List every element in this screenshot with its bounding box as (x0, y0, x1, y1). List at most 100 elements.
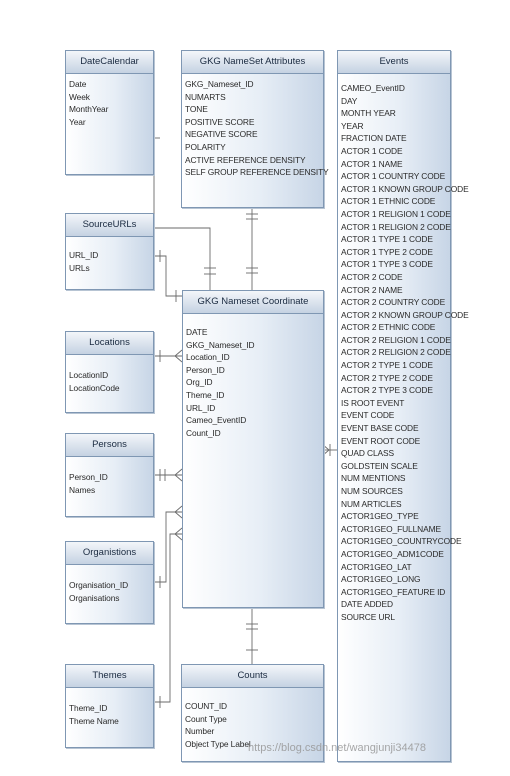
field: EVENT BASE CODE (341, 423, 419, 434)
field: ACTOR 2 RELIGION 1 CODE (341, 334, 451, 345)
field: Week (69, 91, 90, 102)
field: IS ROOT EVENT (341, 397, 405, 408)
field: NUM SOURCES (341, 486, 403, 496)
field-list: LocationID LocationCode (66, 355, 153, 412)
entity-title: Themes (66, 665, 153, 688)
watermark-text: https://blog.csdn.net/wangjunji34478 (248, 742, 426, 754)
field-list: GKG_Nameset_ID NUMARTS TONE POSITIVE SCO… (182, 74, 329, 207)
field: ACTOR 1 KNOWN GROUP CODE (341, 183, 469, 194)
field: Year (69, 116, 86, 127)
field: Person_ID (186, 364, 225, 375)
entity-gkg-nameset-attributes[interactable]: GKG NameSet Attributes GKG_Nameset_ID NU… (181, 50, 329, 208)
entity-counts[interactable]: Counts COUNT_ID Count Type Number Object… (181, 664, 324, 762)
field: ACTOR 2 TYPE 1 CODE (341, 360, 433, 371)
field-list: Date Week MonthYear Year (66, 74, 153, 174)
field: URLs (69, 262, 90, 273)
field: ACTOR 1 RELIGION 1 CODE (341, 208, 451, 219)
field: Organisations (69, 592, 120, 603)
entity-gkg-nameset-coordinate[interactable]: GKG Nameset Coordinate DATE GKG_Nameset_… (182, 290, 324, 608)
entity-title: Counts (182, 665, 323, 688)
field: Names (69, 484, 96, 495)
field-list: CAMEO_EventID DAY MONTH YEAR YEAR FRACTI… (338, 74, 469, 761)
entity-locations[interactable]: Locations LocationID LocationCode (65, 331, 154, 413)
field-list: URL_ID URLs (66, 237, 153, 289)
field: ACTOR 1 TYPE 1 CODE (341, 234, 433, 245)
field: EVENT CODE (341, 410, 395, 421)
field: SOURCE URL (341, 611, 395, 622)
field-list: Person_ID Names (66, 457, 153, 516)
field: Organisation_ID (69, 580, 129, 590)
field: ACTOR1GEO_TYPE (341, 511, 419, 522)
field: Count_ID (186, 427, 221, 438)
field-list: Organisation_ID Organisations (66, 565, 153, 623)
entity-title: GKG Nameset Coordinate (183, 291, 323, 314)
field: MonthYear (69, 104, 109, 115)
field: CAMEO_EventID (341, 83, 405, 93)
field: Org_ID (186, 377, 213, 388)
field: ACTOR1GEO_COUNTRYCODE (341, 536, 462, 547)
field: GKG_Nameset_ID (186, 339, 255, 350)
field: ACTOR 2 KNOWN GROUP CODE (341, 309, 469, 320)
field: ACTOR 1 TYPE 3 CODE (341, 259, 433, 270)
field: Number (185, 726, 215, 737)
field: POLARITY (185, 141, 226, 152)
entity-title: DateCalendar (66, 51, 153, 74)
field: ACTOR 2 NAME (341, 284, 403, 295)
field: COUNT_ID (185, 701, 228, 711)
field: ACTOR 2 RELIGION 2 CODE (341, 347, 451, 358)
rel-organisations (152, 511, 182, 583)
field: ACTOR 2 CODE (341, 271, 403, 282)
field: FRACTION DATE (341, 133, 407, 144)
field: URL_ID (69, 250, 99, 260)
field: Person_ID (69, 472, 108, 482)
field: ACTOR1GEO_ADM1CODE (341, 548, 444, 559)
field: URL_ID (186, 402, 216, 413)
field: ACTOR 1 NAME (341, 158, 403, 169)
entity-title: Organistions (66, 542, 153, 565)
field: ACTOR1GEO_LONG (341, 574, 421, 585)
field: LocationCode (69, 382, 120, 393)
field: SELF GROUP REFERENCE DENSITY (185, 167, 329, 178)
field: ACTOR1GEO_LAT (341, 561, 412, 572)
field: NUMARTS (185, 91, 226, 102)
rel-themes (152, 533, 182, 703)
entity-organisations[interactable]: Organistions Organisation_ID Organisatio… (65, 541, 154, 624)
entity-themes[interactable]: Themes Theme_ID Theme Name (65, 664, 154, 748)
field: ACTOR 1 COUNTRY CODE (341, 171, 446, 182)
entity-title: Locations (66, 332, 153, 355)
field: TONE (185, 104, 208, 115)
field: GOLDSTEIN SCALE (341, 460, 418, 471)
field: ACTOR 2 COUNTRY CODE (341, 297, 446, 308)
field: ACTOR 2 TYPE 2 CODE (341, 372, 433, 383)
field: GKG_Nameset_ID (185, 79, 254, 89)
rel-datecalendar (153, 138, 211, 290)
field: ACTOR1GEO_FEATURE ID (341, 586, 446, 597)
field: DATE ADDED (341, 599, 393, 610)
entity-sourceurls[interactable]: SourceURLs URL_ID URLs (65, 213, 154, 290)
entity-title: SourceURLs (66, 214, 153, 237)
field: EVENT ROOT CODE (341, 435, 421, 446)
field: QUAD CLASS (341, 448, 394, 459)
entity-datecalendar[interactable]: DateCalendar Date Week MonthYear Year (65, 50, 154, 175)
field: ACTOR 2 TYPE 3 CODE (341, 385, 433, 396)
field: NEGATIVE SCORE (185, 129, 258, 140)
field: ACTOR 1 ETHNIC CODE (341, 196, 436, 207)
entity-persons[interactable]: Persons Person_ID Names (65, 433, 154, 517)
field: ACTOR 2 ETHNIC CODE (341, 322, 436, 333)
field: Theme_ID (186, 389, 225, 400)
field: ACTOR 1 TYPE 2 CODE (341, 246, 433, 257)
field: Cameo_EventID (186, 415, 247, 426)
field: POSITIVE SCORE (185, 116, 255, 127)
entity-title: Events (338, 51, 450, 74)
entity-events[interactable]: Events CAMEO_EventID DAY MONTH YEAR YEAR… (337, 50, 469, 762)
field: DATE (186, 327, 208, 337)
field: YEAR (341, 120, 364, 131)
rel-sourceurls (152, 255, 182, 297)
field: NUM ARTICLES (341, 498, 402, 509)
field: NUM MENTIONS (341, 473, 406, 484)
field: ACTOR 1 CODE (341, 145, 403, 156)
field: Date (69, 79, 87, 89)
field: LocationID (69, 370, 109, 380)
entity-title: Persons (66, 434, 153, 457)
